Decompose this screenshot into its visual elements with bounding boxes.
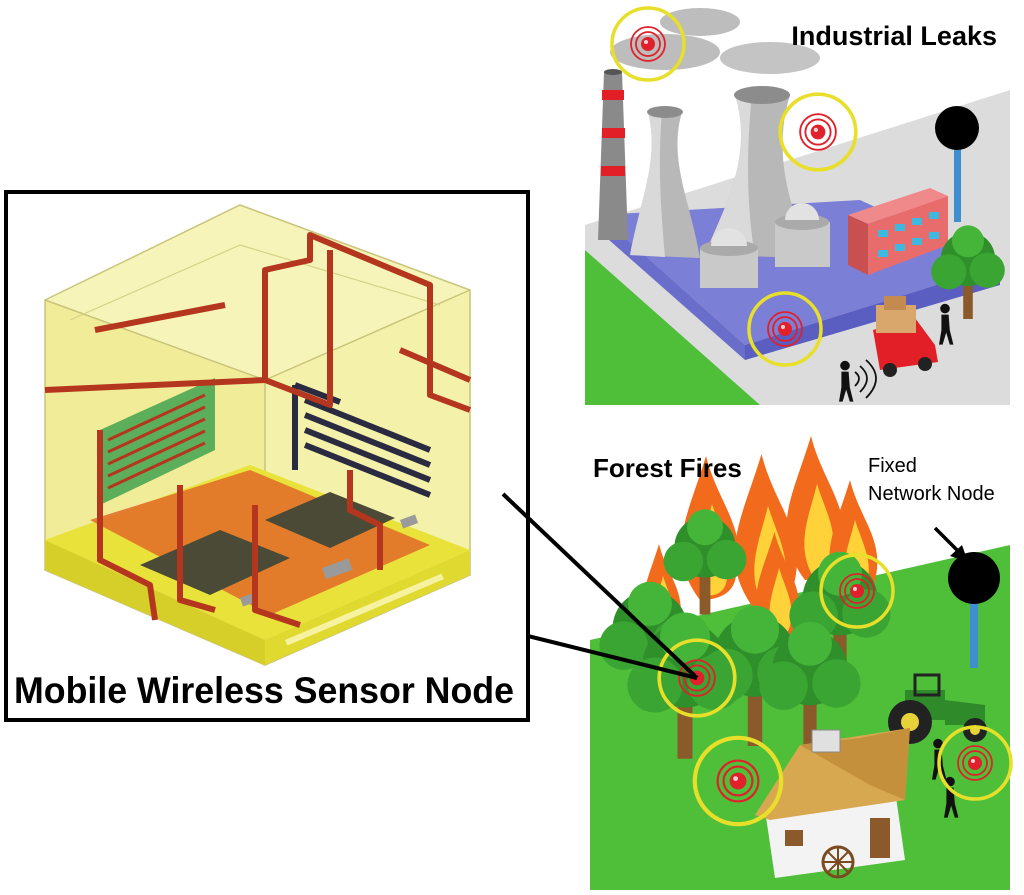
fixed-network-node-icon (935, 106, 979, 222)
fixed-node-arrow (933, 526, 968, 562)
truck-icon (873, 296, 938, 377)
antenna-dark (292, 382, 432, 498)
cooling-tower-icon (630, 106, 700, 258)
smoke-cloud (610, 8, 820, 74)
house-icon (755, 728, 910, 879)
forest-fires-label: Forest Fires (593, 453, 742, 483)
chimney-icon (598, 69, 628, 240)
circuit-trace (44, 232, 472, 628)
sensor-node-callout: Mobile Wireless Sensor Node (4, 190, 699, 722)
wifi-signal-icon (854, 359, 877, 399)
factory-building (848, 188, 948, 275)
antenna-green (100, 378, 215, 505)
fixed-node-label-line1: Fixed (868, 455, 917, 477)
fixed-node-label-line2: Network Node (868, 483, 995, 505)
mobile-sensor-node-label: Mobile Wireless Sensor Node (14, 670, 514, 711)
industrial-scene: Industrial Leaks (585, 6, 1010, 405)
fixed-network-node-icon (948, 552, 1000, 668)
storage-dome (700, 203, 830, 288)
forest-scene: Forest Fires Fixed Network Node (590, 436, 1013, 890)
industrial-leaks-label: Industrial Leaks (791, 21, 997, 51)
